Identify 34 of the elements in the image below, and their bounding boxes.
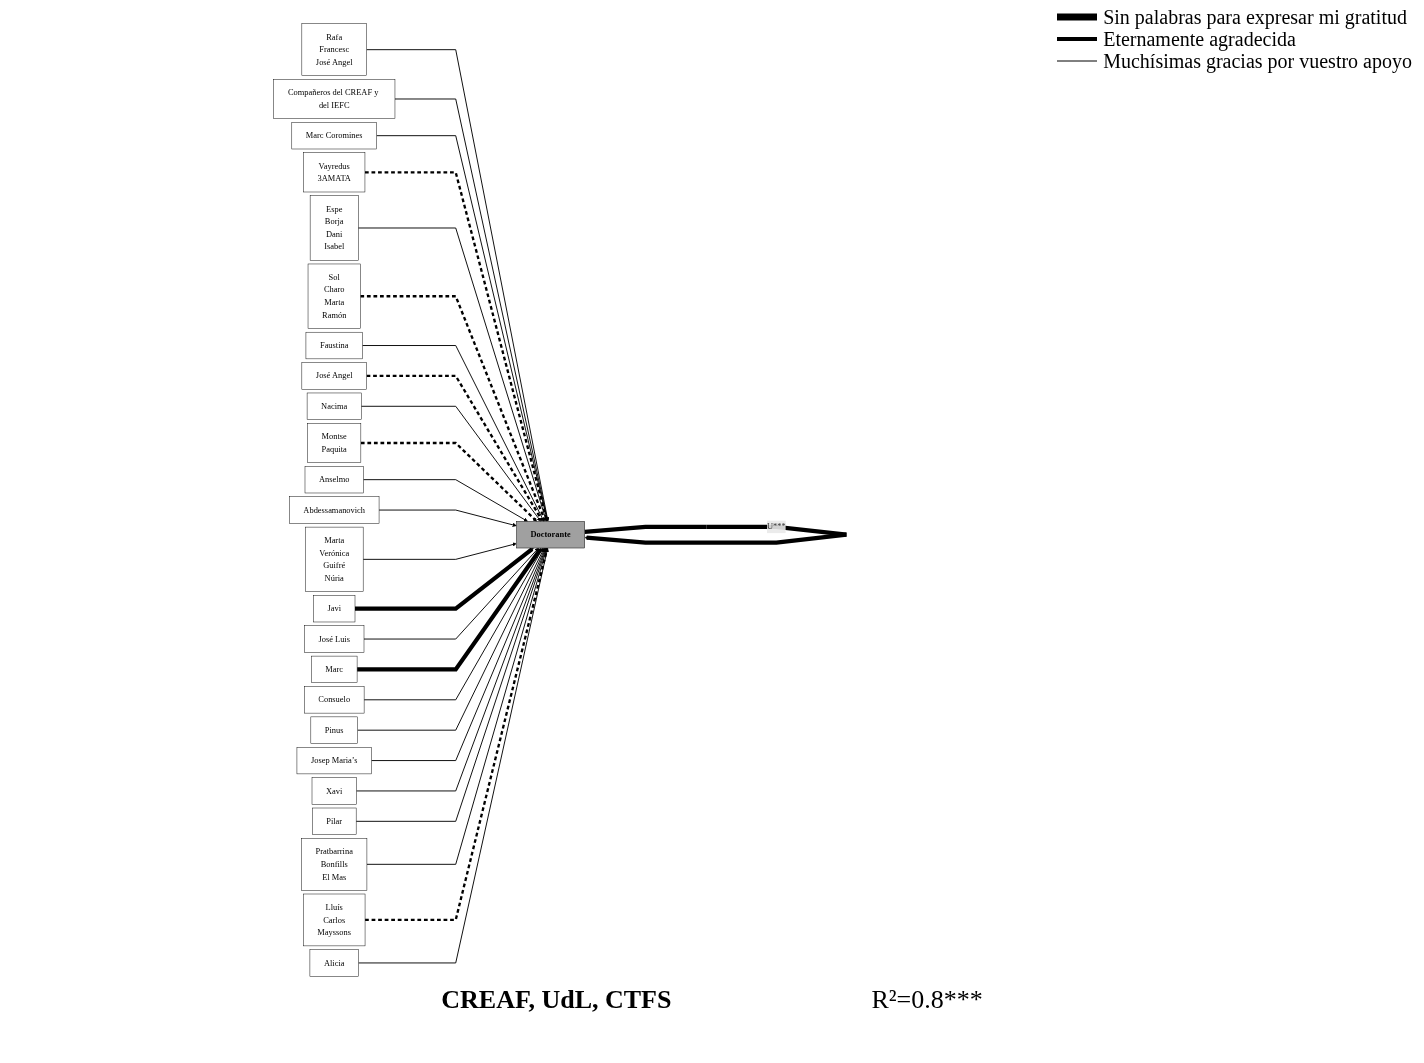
node-box: Pinus: [310, 716, 358, 744]
node-box: Alicia: [309, 949, 359, 977]
node-box: José Luis: [304, 625, 365, 653]
node-box: Pilar: [312, 807, 357, 835]
node-box: Rafa Francesc José Angel: [301, 23, 367, 76]
node-box: Pratbarrina Bonfills El Mas: [301, 838, 368, 891]
legend-text: Muchísimas gracias por vuestro apoyo: [1103, 50, 1412, 72]
legend-text: Sin palabras para expresar mi gratitud: [1103, 6, 1407, 28]
node-box: Compañeros del CREAF y del IEFC: [273, 79, 396, 119]
arrow: [584, 524, 847, 545]
note-text: R²=0.8***: [871, 985, 983, 1014]
arrow: [366, 374, 543, 522]
arrow: [355, 547, 534, 611]
node-box: Faustina: [305, 331, 363, 360]
node-box: José Angel: [301, 362, 367, 390]
node-box: Marc Coromines: [291, 122, 377, 150]
node-box: Marc: [311, 655, 358, 683]
node-box: Consuelo: [304, 686, 365, 714]
legend-text: Eternamente agradecida: [1103, 28, 1296, 50]
node-box: Josep Maria’s: [296, 747, 372, 775]
node-box: Lluís Carlos Mayssons: [303, 893, 366, 947]
node-box: Javi: [313, 595, 356, 623]
node-box: Sol Charo Marta Ramón: [307, 263, 361, 329]
edge-label: U***: [767, 521, 786, 532]
node-box: Vayredus 3AMATA: [303, 152, 366, 193]
node-box: Xavi: [311, 777, 357, 805]
node-box: Montse Paquita: [307, 423, 362, 463]
node-box: Nacima: [306, 392, 362, 420]
node-box: Marta Verónica Guifré Núria: [305, 526, 364, 592]
node-box: Anselmo: [304, 466, 364, 494]
node-box: Doctorante: [516, 521, 585, 549]
node-box: Abdessamanovich: [289, 496, 380, 524]
caption: CREAF, UdL, CTFS: [441, 985, 672, 1015]
node-box: Espe Borja Dani Isabel: [309, 195, 359, 261]
